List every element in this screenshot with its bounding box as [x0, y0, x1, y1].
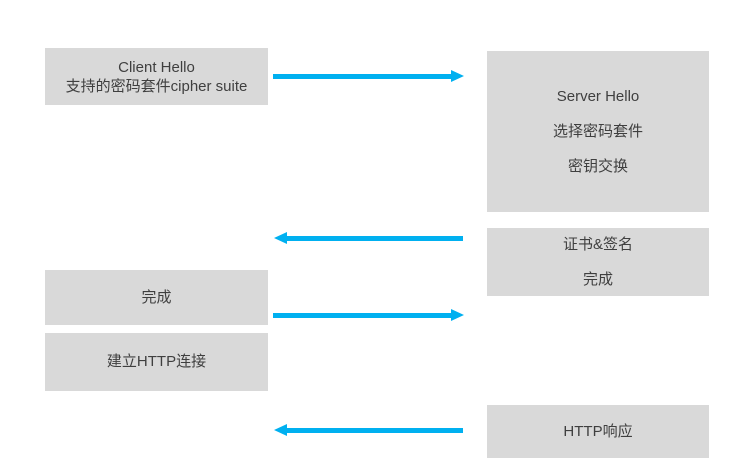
arrow-right-head-icon	[451, 70, 464, 82]
arrow-client-hello-to-server	[273, 70, 464, 82]
arrow-shaft	[273, 313, 452, 318]
arrow-client-finish-to-server	[273, 309, 464, 321]
http-response-box: HTTP响应	[487, 405, 709, 458]
http-response-label: HTTP响应	[563, 422, 633, 440]
arrow-shaft	[286, 236, 463, 241]
client-cipher-suites-label: 支持的密码套件cipher suite	[65, 77, 248, 95]
arrow-server-cert-to-client	[274, 232, 463, 244]
arrow-left-head-icon	[274, 424, 287, 436]
arrow-server-http-response-to-client	[274, 424, 463, 436]
certificate-signature-box: 证书&签名 完成	[487, 228, 709, 296]
establish-http-connection-box: 建立HTTP连接	[45, 333, 268, 391]
arrow-shaft	[286, 428, 463, 433]
client-hello-box: Client Hello 支持的密码套件cipher suite	[45, 48, 268, 105]
server-select-cipher-label: 选择密码套件	[552, 122, 643, 140]
server-finished-label: 完成	[582, 270, 613, 288]
certificate-signature-label: 证书&签名	[562, 235, 633, 253]
client-finished-box: 完成	[45, 270, 268, 325]
client-finished-label: 完成	[141, 288, 172, 306]
arrow-right-head-icon	[451, 309, 464, 321]
server-hello-title: Server Hello	[556, 87, 640, 105]
server-hello-box: Server Hello 选择密码套件 密钥交换	[487, 51, 709, 212]
establish-http-connection-label: 建立HTTP连接	[106, 353, 207, 370]
arrow-shaft	[273, 74, 452, 79]
server-key-exchange-label: 密钥交换	[567, 157, 628, 175]
arrow-left-head-icon	[274, 232, 287, 244]
client-hello-title: Client Hello	[118, 58, 195, 76]
